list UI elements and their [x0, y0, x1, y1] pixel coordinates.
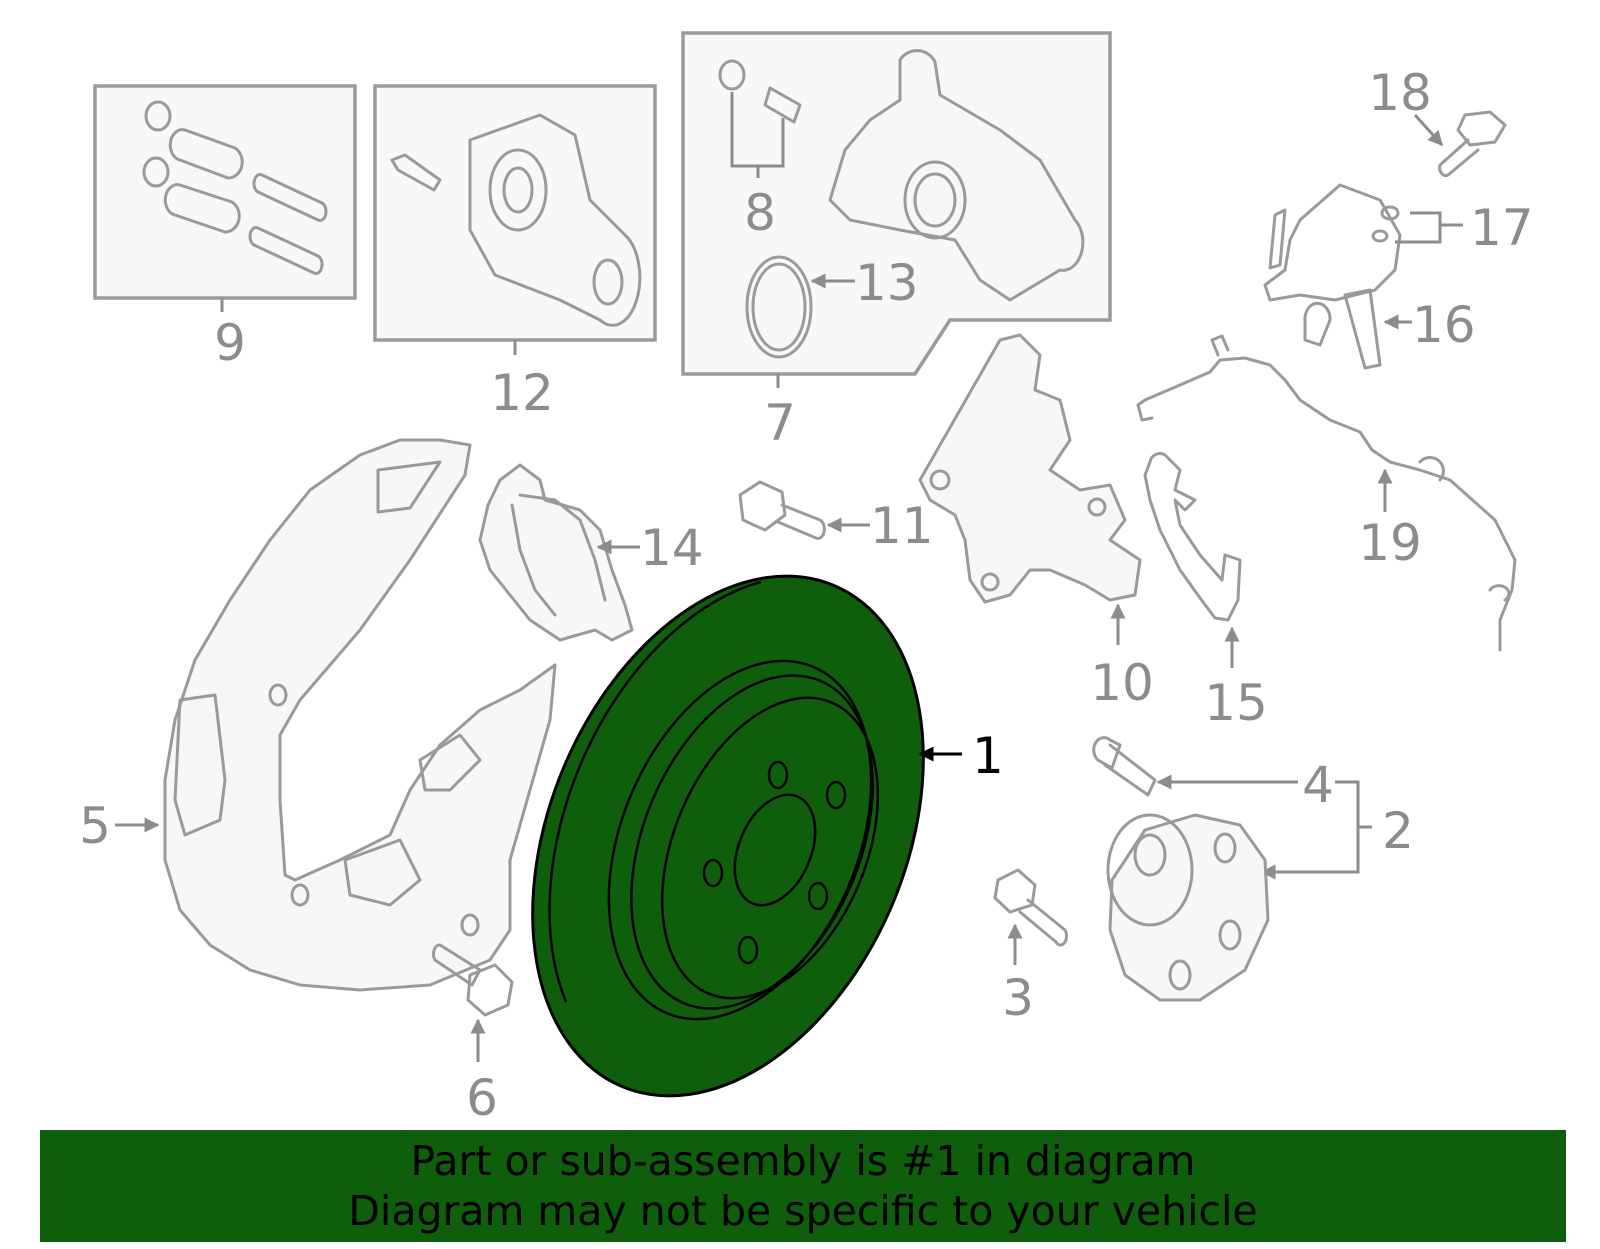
part-2-wheel-hub[interactable] — [1106, 813, 1270, 1002]
part-15-anti-rattle-clip[interactable] — [1143, 452, 1242, 622]
callout-12: 12 — [490, 364, 554, 422]
callout-1: 1 — [972, 727, 1004, 785]
callout-17: 17 — [1470, 199, 1534, 257]
part-9-caliper-pin-kit[interactable] — [93, 84, 357, 300]
callout-15: 15 — [1204, 674, 1268, 732]
part-16-bracket[interactable] — [1263, 183, 1402, 370]
callout-9: 9 — [214, 314, 246, 372]
callout-10: 10 — [1090, 654, 1154, 712]
banner-line-2: Diagram may not be specific to your vehi… — [348, 1187, 1258, 1235]
part-12-parking-brake-motor[interactable] — [373, 84, 657, 342]
part-6-bolt[interactable] — [431, 943, 514, 1017]
part-7-caliper-assembly[interactable] — [681, 31, 1112, 376]
callout-16: 16 — [1412, 296, 1476, 354]
callout-8: 8 — [744, 184, 776, 242]
info-banner: Part or sub-assembly is #1 in diagram Di… — [40, 1130, 1566, 1242]
part-18-bolt[interactable] — [1438, 110, 1507, 178]
part-10-caliper-bracket[interactable] — [918, 333, 1142, 604]
part-11-bolt[interactable] — [738, 480, 826, 540]
part-14-brake-pads[interactable] — [478, 463, 634, 642]
callout-4: 4 — [1302, 756, 1334, 814]
part-3-bolt[interactable] — [993, 868, 1069, 947]
callout-18: 18 — [1368, 64, 1432, 122]
callout-14: 14 — [640, 519, 704, 577]
callout-6: 6 — [466, 1069, 498, 1127]
part-5-dust-shield[interactable] — [163, 438, 557, 992]
callout-13: 13 — [855, 254, 919, 312]
banner-line-1: Part or sub-assembly is #1 in diagram — [410, 1137, 1196, 1185]
part-19-wheel-speed-sensor[interactable] — [1136, 334, 1517, 652]
callout-2: 2 — [1382, 802, 1414, 860]
callout-7: 7 — [764, 394, 796, 452]
callout-3: 3 — [1002, 969, 1034, 1027]
callout-11: 11 — [870, 497, 934, 555]
callout-19: 19 — [1358, 514, 1422, 572]
part-1-brake-rotor[interactable] — [458, 516, 998, 1156]
part-4-bolt[interactable] — [1092, 736, 1157, 797]
callout-5: 5 — [79, 797, 111, 855]
